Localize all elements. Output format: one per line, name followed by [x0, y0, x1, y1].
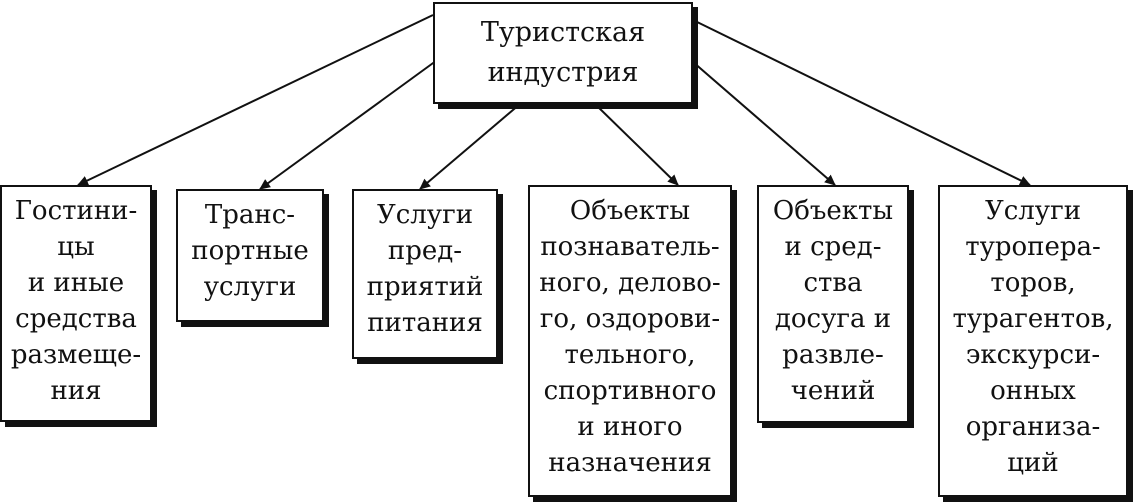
node-line: размеще- [10, 340, 142, 370]
node-line: ций [1007, 448, 1059, 478]
node-line: средства [15, 304, 137, 334]
node-line: Услуги [376, 200, 474, 230]
node-line: и сред- [784, 232, 882, 262]
node-line: цы [57, 232, 95, 262]
arrow-to-accommodation [77, 14, 434, 186]
node-line: организа- [965, 412, 1101, 442]
node-line: тельного, [564, 340, 696, 370]
node-line: торов, [990, 268, 1076, 298]
node-line: досуга и [774, 304, 892, 334]
node-line: ного, делово- [539, 268, 721, 298]
node-line: портные [191, 236, 309, 266]
node-line: познаватель- [540, 232, 720, 262]
root-node-tourism-industry: Туристская индустрия [433, 2, 693, 104]
node-line: экскурси- [965, 340, 1101, 370]
node-line: назначения [548, 448, 712, 478]
node-line: питания [367, 308, 483, 338]
node-tour-operators-agents: Услуги туропера- торов, турагентов, экск… [938, 185, 1128, 497]
node-line: и иные [27, 268, 125, 298]
node-line: Гостини- [14, 196, 138, 226]
node-line: Объекты [569, 196, 691, 226]
arrow-to-catering [419, 103, 521, 190]
node-line: туропера- [965, 232, 1101, 262]
node-line: приятий [366, 272, 484, 302]
node-leisure-entertainment: Объекты и сред- ства досуга и развле- че… [757, 185, 909, 423]
node-line: развле- [782, 340, 884, 370]
node-line: услуги [203, 272, 297, 302]
arrow-to-cognitive-objects [594, 103, 679, 186]
node-line: спортивного [543, 376, 717, 406]
root-line: Туристская [480, 17, 646, 48]
arrow-to-leisure-objects [692, 61, 836, 186]
node-line: го, оздорови- [539, 304, 721, 334]
arrow-to-transport [259, 57, 441, 190]
node-transport-services: Транс- портные услуги [176, 189, 324, 322]
arrow-to-tour-operators [692, 19, 1031, 186]
node-line: ства [803, 268, 863, 298]
node-line: чений [790, 376, 876, 406]
node-line: и иного [577, 412, 683, 442]
node-line: пред- [387, 236, 463, 266]
root-line: индустрия [487, 57, 639, 88]
node-line: Услуги [984, 196, 1082, 226]
node-catering-services: Услуги пред- приятий питания [352, 189, 498, 359]
node-line: турагентов, [952, 304, 1114, 334]
node-accommodation: Гостини- цы и иные средства размеще- ния [0, 185, 152, 422]
node-line: Объекты [772, 196, 894, 226]
node-cognitive-business-health-objects: Объекты познаватель- ного, делово- го, о… [528, 185, 732, 497]
node-line: онных [990, 376, 1076, 406]
node-line: Транс- [204, 200, 296, 230]
node-line: ния [50, 376, 102, 406]
